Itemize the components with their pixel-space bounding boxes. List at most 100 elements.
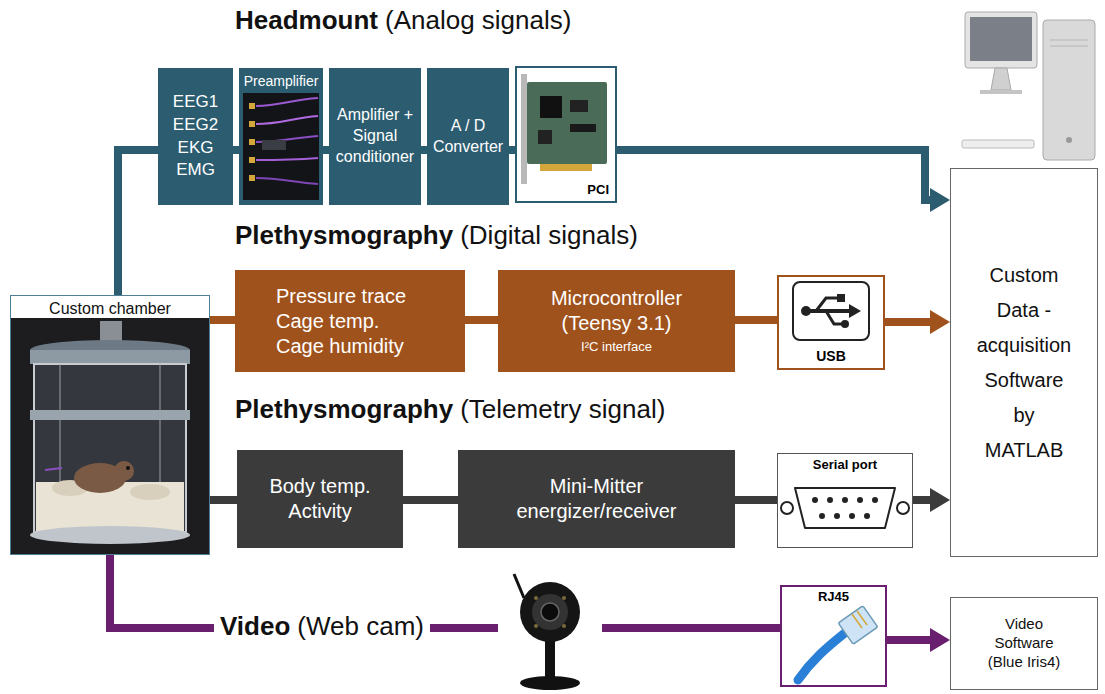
rect-shape xyxy=(249,139,255,145)
path-shape xyxy=(991,68,1011,90)
serial-port-icon xyxy=(781,488,909,528)
rect-shape xyxy=(521,74,527,184)
box-text: A / D Converter xyxy=(431,116,505,158)
circle-shape xyxy=(534,624,538,628)
rect-shape xyxy=(570,124,596,132)
circle-shape xyxy=(532,594,568,630)
arrow-head xyxy=(930,310,950,334)
signal-line xyxy=(735,316,777,324)
box-text: Video Software (Blue Iris4) xyxy=(978,615,1070,671)
preamplifier-box: Preamplifier xyxy=(239,68,323,205)
box-text: EEG1 EEG2 EKG EMG xyxy=(162,91,229,183)
circle-shape xyxy=(562,624,566,628)
circle-shape xyxy=(857,497,863,503)
rect-shape xyxy=(970,17,1032,61)
port-box: RJ45 xyxy=(780,585,887,687)
box-text: Body temp. Activity xyxy=(247,474,393,524)
circle-shape xyxy=(864,513,870,519)
circle-shape xyxy=(834,513,840,519)
signal-line xyxy=(403,496,458,504)
signal-connector xyxy=(735,500,777,501)
process-box: Mini-Mitter energizer/receiver xyxy=(458,450,735,548)
port-box: Serial port xyxy=(777,453,913,548)
box-subtext: I²C interface xyxy=(581,339,652,355)
heading-note: (Web cam) xyxy=(297,612,424,642)
polyline-shape xyxy=(816,298,838,311)
rect-shape xyxy=(540,96,562,118)
section-heading: Headmount(Analog signals) xyxy=(235,6,571,36)
arrow-head xyxy=(930,188,950,212)
polygon-shape xyxy=(849,304,861,318)
process-box: Microcontroller (Teensy 3.1) I²C interfac… xyxy=(498,270,735,372)
signal-connector xyxy=(118,150,158,295)
signal-line xyxy=(210,496,237,504)
signal-connector xyxy=(887,628,950,652)
rect-shape xyxy=(965,12,1037,68)
preamplifier-photo xyxy=(239,68,323,205)
line-shape xyxy=(857,611,867,625)
rect-shape xyxy=(837,294,845,302)
circle-shape xyxy=(781,502,793,514)
rect-shape xyxy=(962,140,1034,148)
rect-shape xyxy=(538,130,552,144)
box-text: Serial port xyxy=(813,457,877,473)
ellipse-shape xyxy=(130,484,170,500)
circle-shape xyxy=(897,502,909,514)
signal-line xyxy=(913,496,932,504)
box-text: Pressure trace Cage temp. Cage humidity xyxy=(276,284,424,359)
circle-shape xyxy=(534,596,538,600)
arrow-head xyxy=(930,628,950,652)
box-text: Microcontroller (Teensy 3.1) xyxy=(522,286,712,336)
rect-shape xyxy=(498,570,602,692)
ellipse-shape xyxy=(30,526,190,544)
signal-line xyxy=(887,636,932,644)
usb-icon xyxy=(793,282,869,340)
signal-connector xyxy=(233,150,239,151)
card-box: PCI xyxy=(515,66,617,203)
rect-shape xyxy=(243,93,319,200)
signal-line xyxy=(735,496,777,504)
box-text: RJ45 xyxy=(818,589,849,605)
path-shape xyxy=(795,488,895,528)
signal-connector xyxy=(210,320,235,321)
rect-shape xyxy=(570,100,588,112)
box-text: PCI xyxy=(587,182,609,198)
heading-note: (Digital signals) xyxy=(460,221,638,251)
signal-box: EEG1 EEG2 EKG EMG xyxy=(158,68,233,205)
section-heading: Video(Web cam) xyxy=(214,612,430,642)
rect-shape xyxy=(515,66,617,203)
software-box: Custom Data - acquisition Software by MA… xyxy=(950,168,1098,557)
circle-shape xyxy=(872,497,878,503)
signal-connector xyxy=(403,500,458,501)
heading-bold: Headmount xyxy=(235,6,378,36)
rect-shape xyxy=(249,157,255,163)
sensor-box: Body temp. Activity xyxy=(237,450,403,548)
rect-shape xyxy=(30,350,190,364)
section-heading: Plethysmography(Telemetry signal) xyxy=(235,395,665,425)
path-shape xyxy=(256,98,318,106)
heading-note: (Analog signals) xyxy=(385,6,571,36)
circle-shape xyxy=(819,513,825,519)
line-shape xyxy=(1050,40,1088,41)
signal-connector xyxy=(110,555,780,628)
circle-shape xyxy=(842,497,848,503)
pci-card xyxy=(515,66,617,203)
circle-shape xyxy=(849,513,855,519)
rect-shape xyxy=(249,121,255,127)
chamber-box: Custom chamber xyxy=(10,295,210,555)
box-text: Amplifier + Signal conditioner xyxy=(333,105,417,167)
box-text: Custom chamber xyxy=(49,299,171,318)
rect-shape xyxy=(540,164,592,171)
heading-bold: Plethysmography xyxy=(235,221,453,251)
rj45-cable-icon xyxy=(798,606,878,680)
rect-shape xyxy=(262,140,286,150)
circle-shape xyxy=(520,582,580,642)
rect-shape xyxy=(249,175,255,181)
signal-line xyxy=(465,316,498,324)
box-text: Mini-Mitter energizer/receiver xyxy=(487,474,707,524)
rect-shape xyxy=(34,364,186,532)
computer-icon xyxy=(962,12,1095,160)
circle-shape xyxy=(562,596,566,600)
path-shape xyxy=(256,116,318,124)
line-shape xyxy=(514,574,524,598)
